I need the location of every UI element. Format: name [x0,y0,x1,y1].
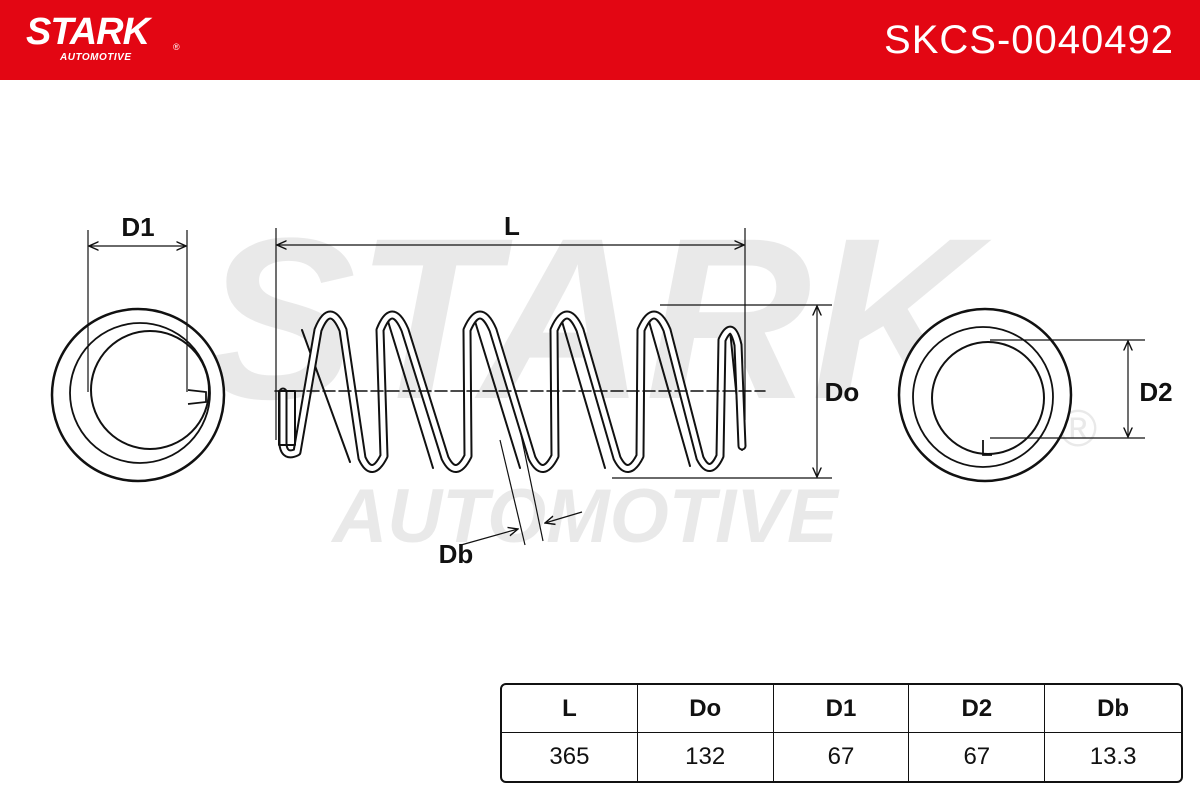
dimension-do [612,304,832,479]
db-extension-right [519,429,544,542]
label-do: Do [825,377,860,407]
logo-subtext: AUTOMOTIVE [60,52,132,63]
label-l: L [504,211,520,241]
spec-value-do: 132 [638,733,774,781]
db-extension-left [499,439,526,546]
spec-table: L Do D1 D2 Db 365 132 67 67 13.3 [500,683,1183,783]
label-db: Db [439,539,474,569]
spec-header-do: Do [637,685,774,733]
left-outer-circle [50,307,226,483]
dimension-d1 [87,230,188,392]
db-arrow-right [545,511,583,523]
logo-text: STARK [26,11,150,53]
spring-diagram: STARK AUTOMOTIVE ® D1 L Do [50,190,1173,569]
spec-value-d2: 67 [909,733,1046,781]
spring-back-coils [301,317,743,469]
header-bar: STARK ® AUTOMOTIVE SKCS-0040492 [0,0,1200,80]
dimension-d2 [990,339,1145,439]
logo-registered-mark: ® [173,42,180,52]
spec-header-l: L [502,685,638,733]
spec-header-d1: D1 [773,685,910,733]
spec-header-db: Db [1045,685,1181,733]
label-d2: D2 [1139,377,1172,407]
right-mid-circle [912,326,1054,468]
label-d1: D1 [121,212,154,242]
spec-header-d2: D2 [909,685,1046,733]
spring-front-coils-inner [280,312,745,471]
dimension-l [275,228,746,440]
watermark-sub: AUTOMOTIVE [330,474,840,559]
spring-side-view [274,310,766,473]
left-coil-end [187,389,207,405]
right-coil-end [982,440,992,456]
spec-value-d1: 67 [774,733,910,781]
spec-value-l: 365 [502,733,638,781]
left-mid-circle [69,322,211,464]
right-end-view [897,307,1073,483]
part-number: SKCS-0040492 [884,18,1174,62]
db-arrow-left [460,529,518,546]
left-inner-circle [90,330,210,450]
dimension-db [460,429,583,546]
spec-value-db: 13.3 [1089,743,1137,770]
stark-logo: STARK ® AUTOMOTIVE [26,12,186,68]
right-inner-circle [931,341,1045,455]
left-end-view [50,307,226,483]
